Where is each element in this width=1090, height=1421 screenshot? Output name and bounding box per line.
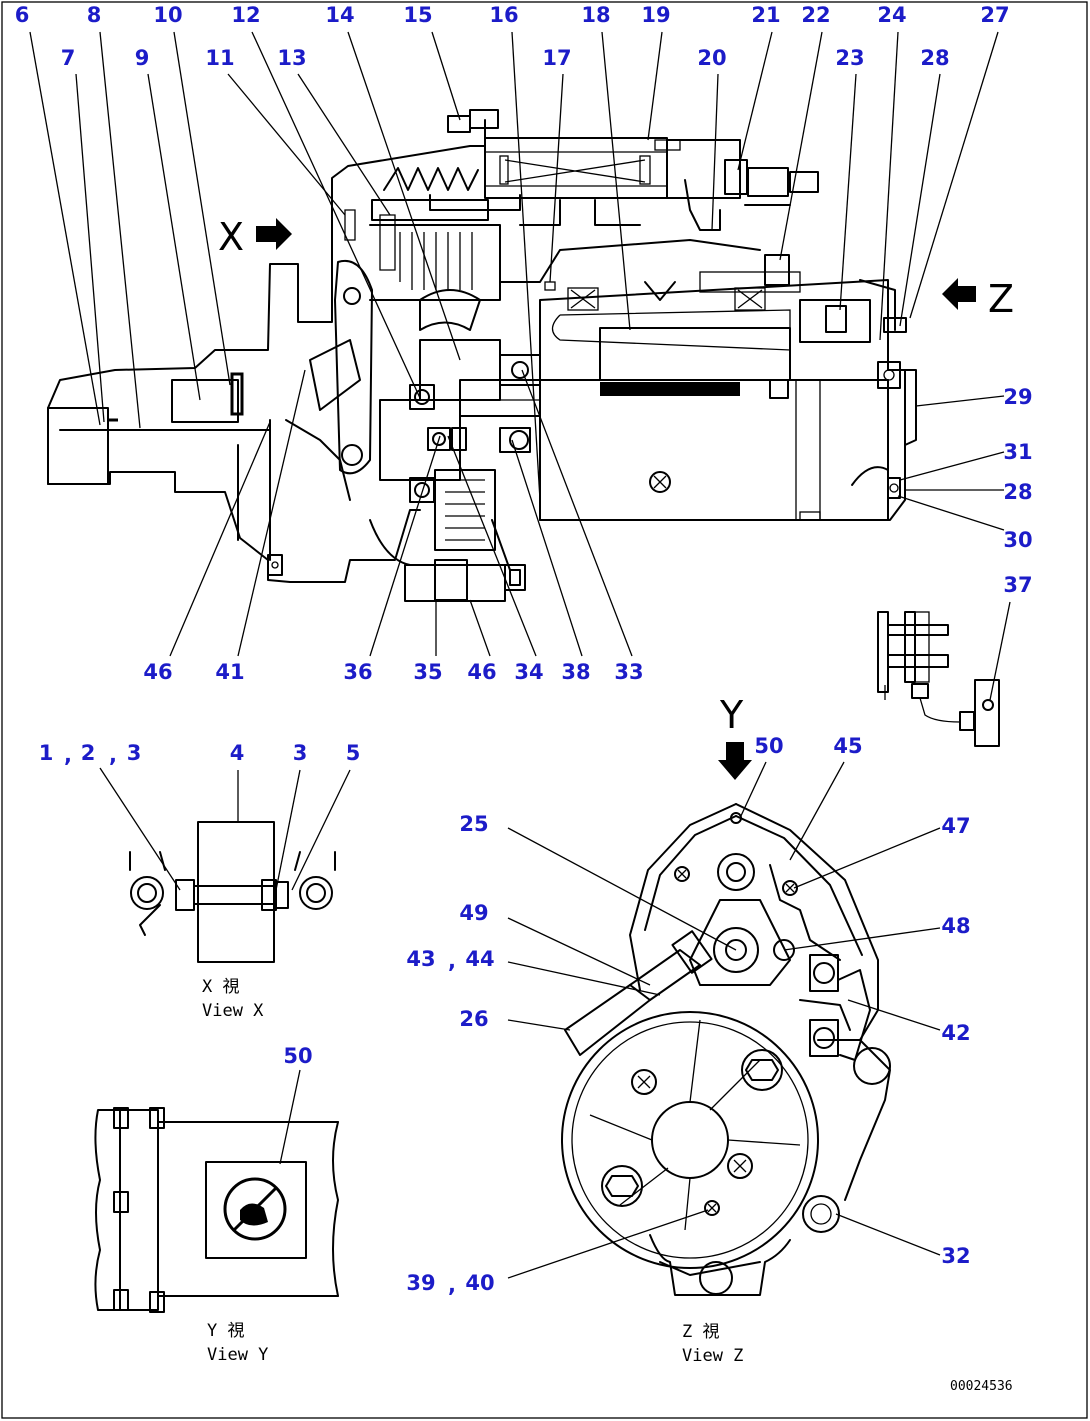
- callout-c3a: 3: [127, 741, 142, 765]
- callout-c15: 15: [403, 3, 432, 27]
- callout-c9: 9: [135, 46, 150, 70]
- view-y-direction-label: Y: [719, 693, 744, 737]
- leader-lines: [29, 31, 1011, 1279]
- part-37-detail: [877, 611, 1000, 747]
- callout-c5: 5: [346, 741, 361, 765]
- callout-c24: 24: [877, 3, 906, 27]
- callout-c38: 38: [561, 660, 590, 684]
- callout-c22: 22: [801, 3, 830, 27]
- view-x-direction-marker: X: [218, 215, 292, 259]
- callout-c39: 39: [406, 1271, 435, 1295]
- callout-c13: 13: [277, 46, 306, 70]
- callout-c37: 37: [1003, 573, 1032, 597]
- arrow-down-icon: [718, 742, 752, 780]
- separator-s23: ,: [109, 743, 117, 767]
- callout-c26: 26: [459, 1007, 488, 1031]
- callout-c25: 25: [459, 812, 488, 836]
- callout-separators: ,,,,: [64, 743, 456, 1297]
- callout-c32: 32: [941, 1244, 970, 1268]
- view-x-label: X: [218, 215, 244, 259]
- callout-c16: 16: [489, 3, 518, 27]
- callout-c45: 45: [833, 734, 862, 758]
- view-x-caption-en: View X: [202, 1001, 264, 1021]
- callout-c49: 49: [459, 901, 488, 925]
- view-z-direction-marker: Z: [942, 277, 1014, 321]
- callout-c20: 20: [697, 46, 726, 70]
- callout-c6: 6: [15, 3, 30, 27]
- callout-c36: 36: [343, 660, 372, 684]
- callout-c17: 17: [542, 46, 571, 70]
- callout-c7: 7: [61, 46, 76, 70]
- callout-c50a: 50: [754, 734, 783, 758]
- separator-s4344: ,: [448, 949, 456, 973]
- callout-c46b: 46: [467, 660, 496, 684]
- view-z-label: Z: [988, 277, 1014, 321]
- callout-c8: 8: [87, 3, 102, 27]
- callout-c29: 29: [1003, 385, 1032, 409]
- callout-c3b: 3: [293, 741, 308, 765]
- view-x-detail: X 視 View X: [129, 821, 336, 1021]
- main-section-view: [47, 109, 917, 602]
- callout-c46a: 46: [143, 660, 172, 684]
- callout-c10: 10: [153, 3, 182, 27]
- callout-c31: 31: [1003, 440, 1032, 464]
- callout-c50b: 50: [283, 1044, 312, 1068]
- callout-c28a: 28: [920, 46, 949, 70]
- callout-c2: 2: [81, 741, 96, 765]
- callout-c12: 12: [231, 3, 260, 27]
- view-y-detail: Y 視 View Y: [94, 1107, 339, 1365]
- callout-c34: 34: [514, 660, 543, 684]
- callout-c47: 47: [941, 814, 970, 838]
- view-x-caption-jp: X 視: [202, 977, 239, 997]
- callout-c28b: 28: [1003, 480, 1032, 504]
- callout-c40: 40: [465, 1271, 494, 1295]
- callout-c44: 44: [465, 947, 494, 971]
- callout-c42: 42: [941, 1021, 970, 1045]
- view-y-caption-en: View Y: [207, 1345, 268, 1365]
- view-z-detail: Y: [561, 693, 891, 1366]
- callout-c14: 14: [325, 3, 354, 27]
- callout-c30: 30: [1003, 528, 1032, 552]
- document-number: 00024536: [950, 1379, 1013, 1394]
- callout-c18: 18: [581, 3, 610, 27]
- arrow-right-icon: [256, 218, 292, 250]
- callout-c48: 48: [941, 914, 970, 938]
- warning-hand-icon: [240, 1203, 268, 1226]
- callout-c1: 1: [39, 741, 54, 765]
- separator-s3940: ,: [448, 1273, 456, 1297]
- callout-c33: 33: [614, 660, 643, 684]
- callout-c11: 11: [205, 46, 234, 70]
- callout-c23: 23: [835, 46, 864, 70]
- callout-c27: 27: [980, 3, 1009, 27]
- callout-c4: 4: [230, 741, 245, 765]
- view-y-caption-jp: Y 視: [207, 1321, 244, 1341]
- arrow-left-icon: [942, 278, 976, 310]
- view-z-caption-en: View Z: [682, 1346, 743, 1366]
- callout-c43: 43: [406, 947, 435, 971]
- callout-c19: 19: [641, 3, 670, 27]
- view-z-caption-jp: Z 視: [682, 1322, 719, 1342]
- callout-c41: 41: [215, 660, 244, 684]
- callout-c35: 35: [413, 660, 442, 684]
- callout-c21: 21: [751, 3, 780, 27]
- separator-s12: ,: [64, 743, 72, 767]
